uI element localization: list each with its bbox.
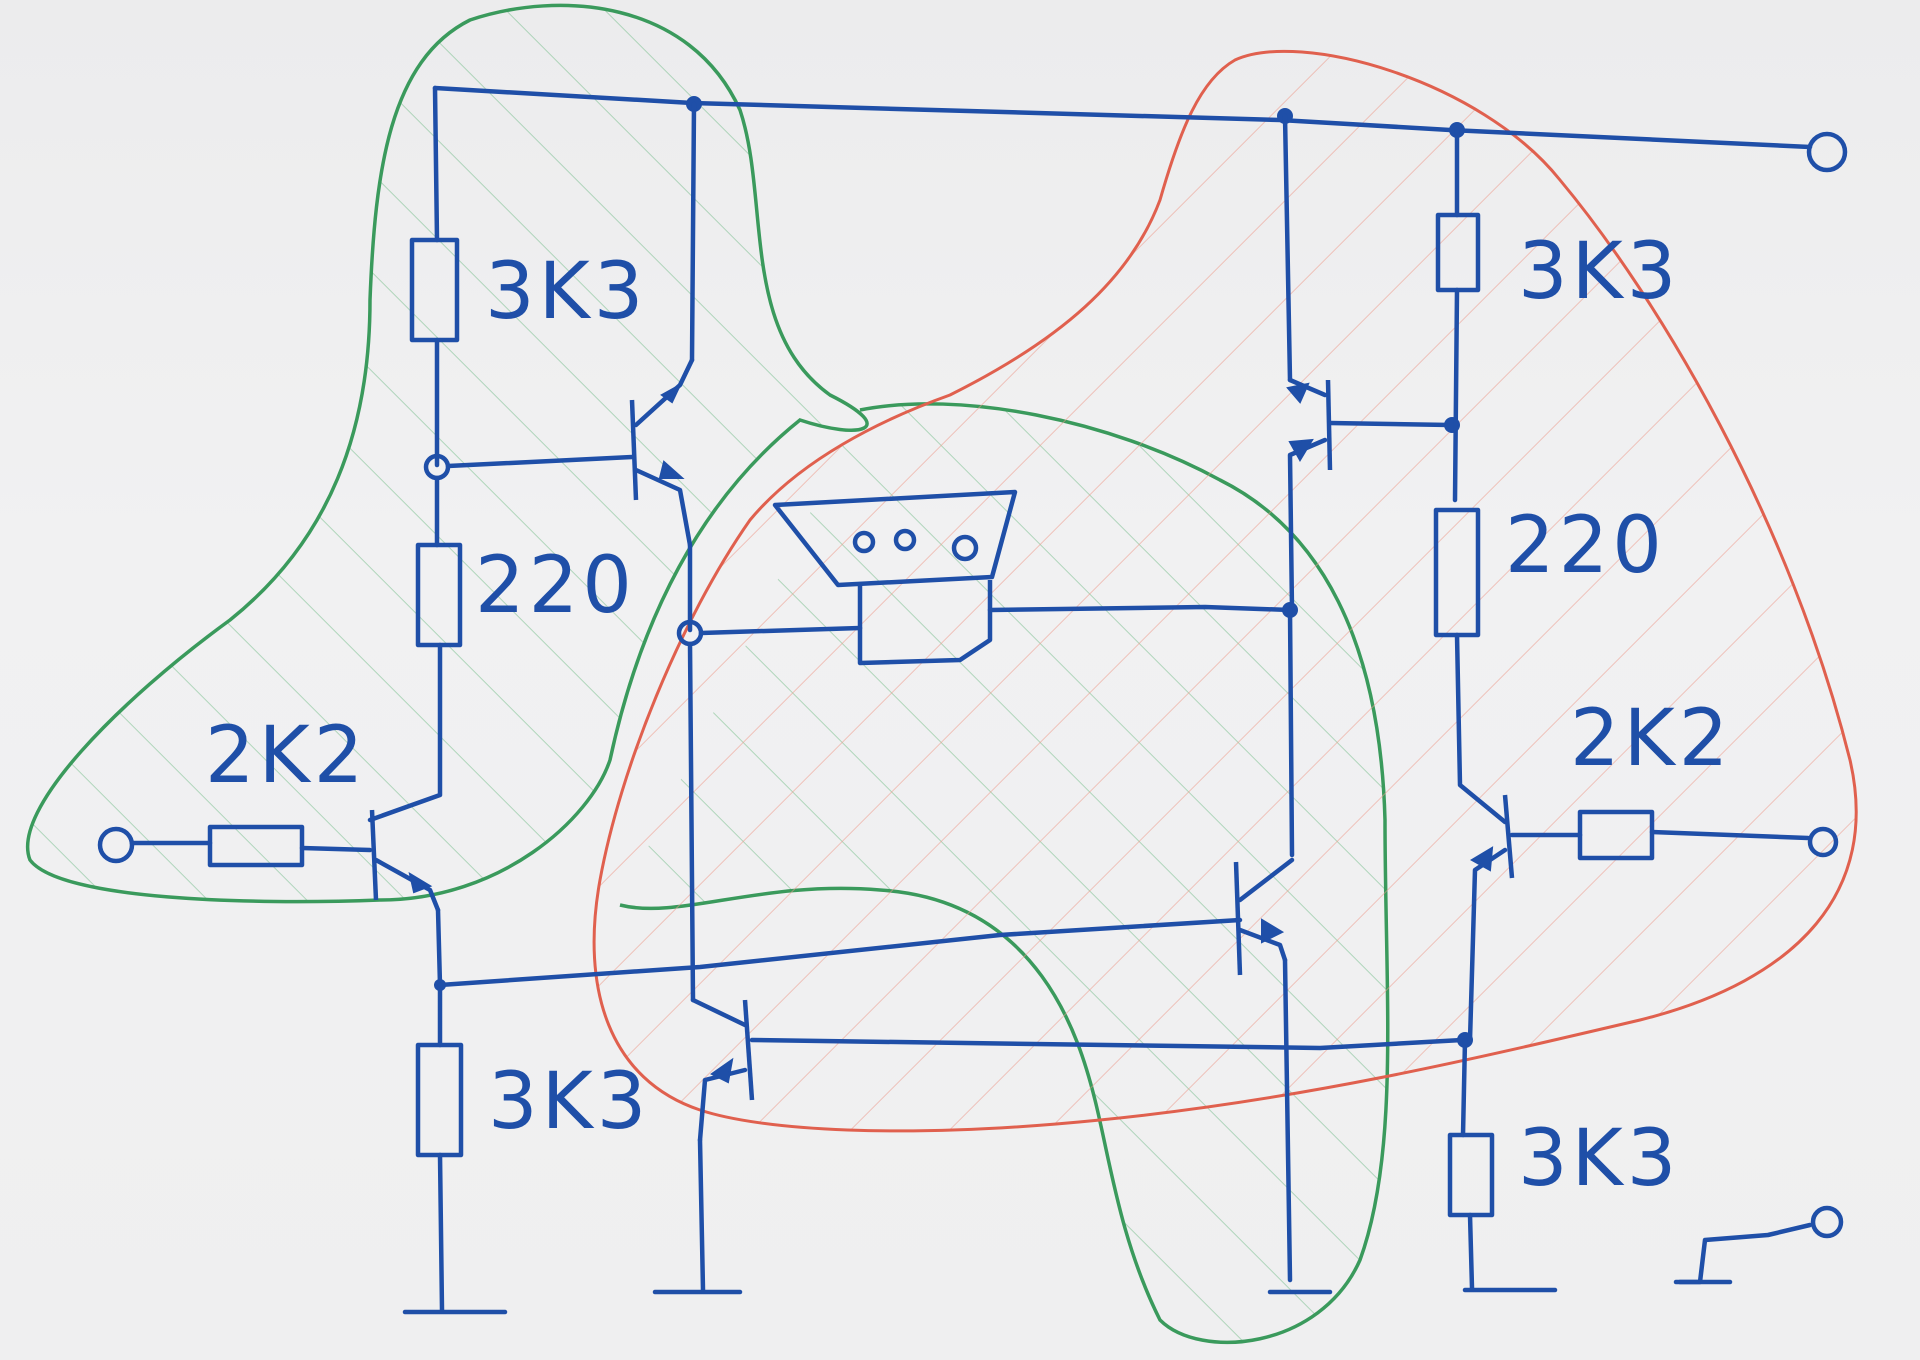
green-group-left	[26, 3, 869, 904]
label-right-bottom-resistor: 3K3	[1518, 1114, 1680, 1204]
ground-terminal-icon	[1677, 1222, 1813, 1285]
left-upper-transistor-icon	[629, 399, 639, 501]
label-right-mid-resistor: 220	[1505, 501, 1666, 591]
left-lower-transistor-icon	[742, 999, 755, 1101]
right-bottom-resistor	[1447, 1132, 1495, 1218]
left-rail-drop	[432, 85, 440, 243]
right-input-resistor	[1577, 809, 1655, 861]
left-bottom-resistor	[415, 1042, 464, 1158]
label-right-top-resistor: 3K3	[1518, 227, 1680, 317]
label-right-input-resistor: 2K2	[1570, 694, 1732, 784]
label-left-mid-resistor: 220	[475, 541, 636, 631]
label-left-input-resistor: 2K2	[205, 711, 367, 801]
right-lower-transistor-icon	[1233, 861, 1243, 976]
right-input-transistor-icon	[1502, 794, 1515, 879]
left-top-resistor	[409, 237, 460, 343]
label-left-top-resistor: 3K3	[485, 247, 647, 337]
label-left-bottom-resistor: 3K3	[488, 1057, 650, 1147]
ground-terminal-ring-icon[interactable]	[1810, 1205, 1844, 1239]
red-group-right	[592, 49, 1858, 1133]
right-input-terminal-icon[interactable]	[1807, 826, 1839, 858]
left-input-transistor-icon	[369, 809, 379, 901]
speaker-icon	[772, 489, 1018, 666]
supply-terminal-icon[interactable]	[1806, 131, 1848, 173]
